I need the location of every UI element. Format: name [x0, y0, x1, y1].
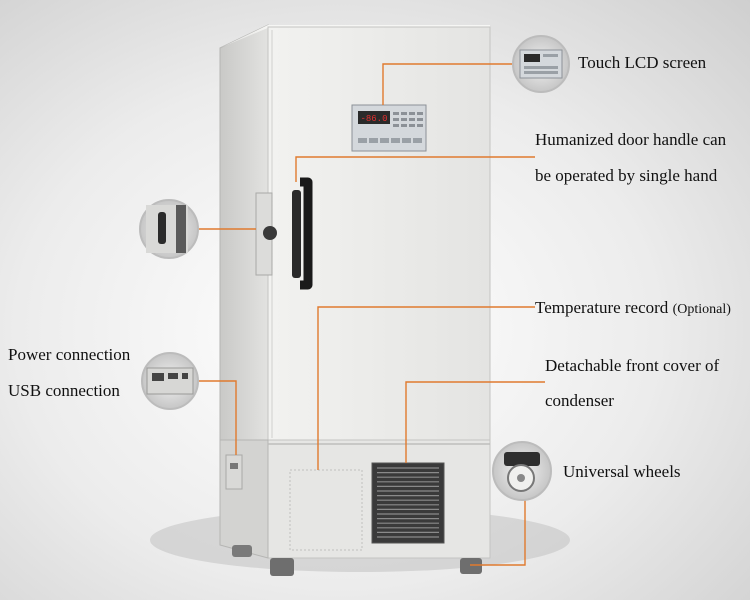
control-key: [417, 124, 423, 127]
detail-touch-lcd: [512, 35, 570, 93]
front-foot-left: [270, 558, 294, 576]
control-key: [402, 138, 411, 143]
side-port-plate: [225, 454, 243, 490]
control-key: [409, 124, 415, 127]
callout-temperature-record-main: Temperature record: [535, 298, 669, 317]
control-key: [391, 138, 400, 143]
door-handle-grip: [292, 190, 301, 278]
control-key: [401, 124, 407, 127]
detail-side-lock: [139, 199, 199, 259]
control-key: [401, 118, 407, 121]
control-key: [409, 118, 415, 121]
control-key: [401, 112, 407, 115]
leader-power-usb: [198, 380, 237, 455]
leader-door-handle: [295, 156, 535, 182]
control-keys: [358, 112, 423, 143]
callout-front-cover-line1: Detachable front cover of: [545, 356, 720, 375]
lcd-readout: -86.0: [360, 114, 387, 124]
callout-power-connection: Power connection: [8, 345, 131, 364]
leader-touch-lcd: [382, 63, 512, 105]
callout-universal-wheels: Universal wheels: [563, 462, 681, 481]
callout-door-handle-line1: Humanized door handle can: [535, 130, 727, 149]
callout-temperature-record-note: (Optional): [672, 302, 731, 317]
callout-usb-connection: USB connection: [8, 381, 120, 400]
control-key: [380, 138, 389, 143]
freezer-door: [267, 26, 491, 441]
control-key: [413, 138, 422, 143]
leader-wheels: [470, 490, 526, 566]
control-key: [358, 138, 367, 143]
leader-front-cover: [405, 381, 545, 463]
leader-temp-record: [317, 306, 535, 470]
control-key: [393, 124, 399, 127]
side-port-slot: [230, 463, 238, 469]
condenser-grille: [377, 467, 439, 538]
callout-door-handle-line2: be operated by single hand: [535, 166, 718, 185]
side-lock-knob: [263, 226, 277, 240]
control-key: [393, 112, 399, 115]
callout-temperature-record: Temperature record (Optional): [535, 298, 731, 320]
leader-lines: [198, 63, 545, 566]
detail-universal-wheels: [492, 441, 552, 501]
condenser-front-cover: [371, 462, 445, 544]
temperature-record-area: [289, 469, 363, 551]
callout-front-cover-line2: condenser: [545, 391, 614, 410]
control-key: [393, 118, 399, 121]
front-foot-right: [460, 558, 482, 574]
callout-touch-lcd: Touch LCD screen: [578, 53, 707, 72]
control-key: [409, 112, 415, 115]
detail-power-usb: [141, 352, 199, 410]
control-key: [417, 112, 423, 115]
control-key: [369, 138, 378, 143]
control-key: [417, 118, 423, 121]
door-handle: [300, 177, 313, 290]
rear-foot: [232, 545, 252, 557]
lcd-display: [358, 111, 390, 124]
